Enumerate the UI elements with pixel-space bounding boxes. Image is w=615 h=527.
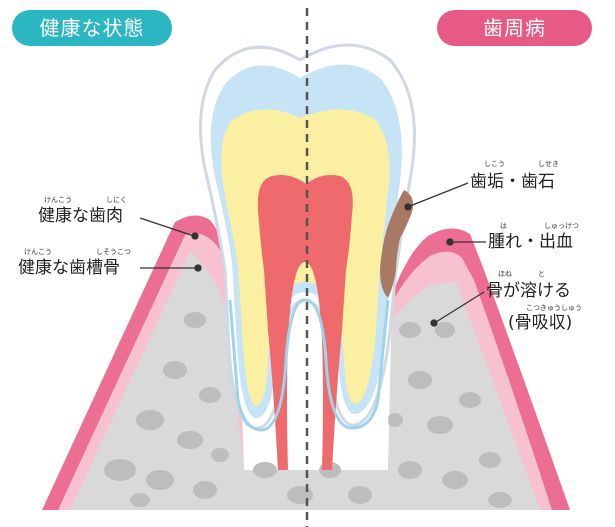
- periodontal-disease-badge: 歯周病: [437, 10, 592, 46]
- root-membrane-right: [304, 298, 390, 430]
- healthy-bone-ruby-1: けんこう: [24, 248, 52, 256]
- healthy-state-badge: 健康な状態: [12, 10, 172, 46]
- plaque-ruby-1: しこう: [484, 160, 505, 168]
- bone-loss-label: 骨が溶ける: [486, 281, 571, 301]
- healthy-gum-ruby-2: しにく: [106, 196, 127, 204]
- bone-loss-sub-ruby: こつきゅうしゅう: [526, 304, 582, 312]
- healthy-gum-label: 健康な歯肉: [38, 206, 123, 226]
- swelling-label: 腫れ・出血: [488, 232, 573, 252]
- healthy-bone-ruby-2: しそうこつ: [96, 248, 131, 256]
- swelling-ruby-2: しゅっけつ: [544, 222, 579, 230]
- root-membrane-left: [228, 298, 306, 432]
- plaque-label: 歯垢・歯石: [470, 172, 555, 192]
- bone-loss-ruby-2: と: [538, 270, 545, 278]
- plaque-deposit: [380, 190, 413, 298]
- swelling-ruby-1: は: [500, 222, 507, 230]
- bone-resorption-label: (骨吸収): [508, 313, 573, 333]
- healthy-bone-label: 健康な歯槽骨: [18, 258, 120, 278]
- plaque-ruby-2: しせき: [538, 160, 559, 168]
- leader-lines: [139, 182, 486, 327]
- healthy-gum-ruby-1: けんこう: [44, 196, 72, 204]
- bone-loss-ruby-1: ほね: [498, 270, 512, 278]
